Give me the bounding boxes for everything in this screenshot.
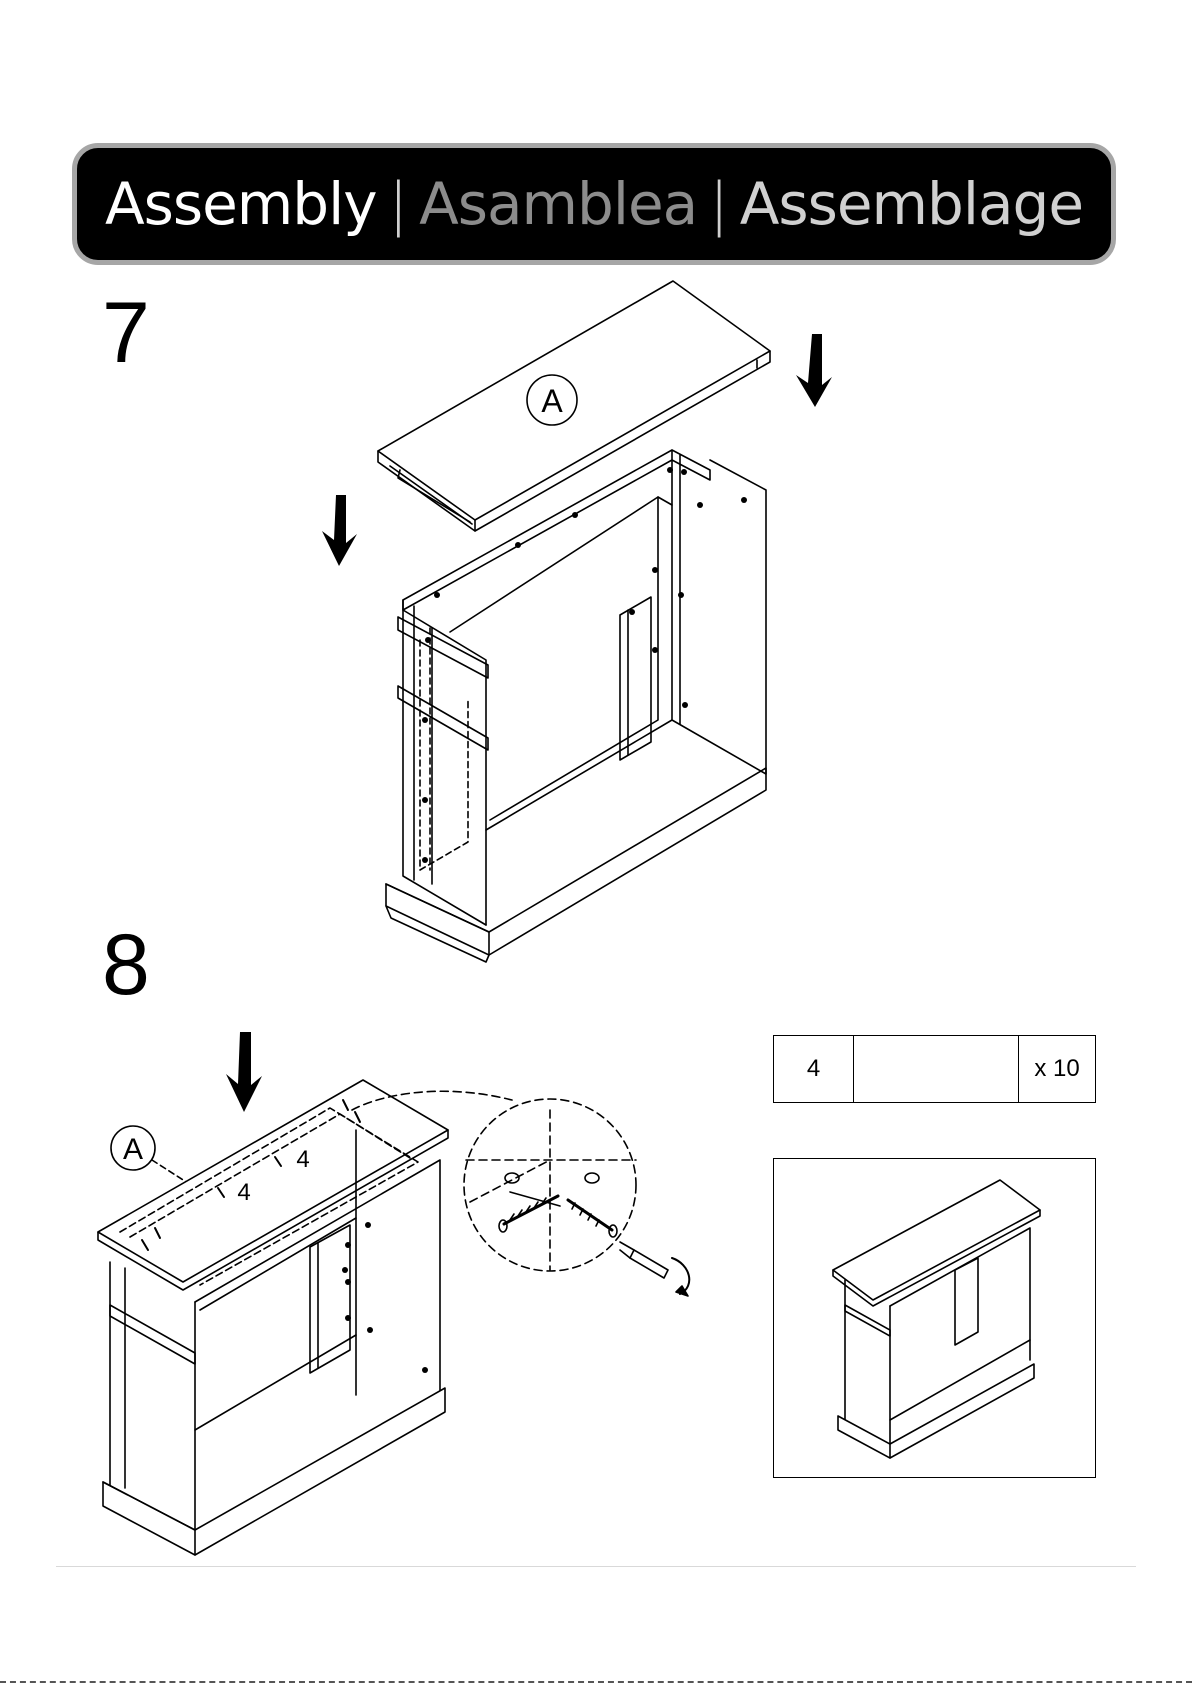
part-a-label: A [527, 375, 577, 425]
screwdriver-icon [620, 1242, 689, 1296]
down-arrow-icon [796, 334, 832, 407]
fireplace-frame-step7 [386, 450, 766, 962]
down-arrow-icon [226, 1032, 262, 1112]
step7-illustration: A [322, 281, 832, 962]
hardware-part-number: 4 [774, 1036, 854, 1102]
screw-icon [499, 1192, 560, 1232]
completed-unit-frame [773, 1158, 1096, 1478]
part-a-letter: A [123, 1133, 143, 1166]
hardware-image-cell [854, 1036, 1019, 1102]
footer-divider [56, 1566, 1136, 1567]
screw-count-label: 4 [237, 1179, 250, 1206]
hardware-table: 4 x 10 [773, 1035, 1096, 1103]
screw-count-label: 4 [296, 1146, 309, 1173]
down-arrow-icon [322, 495, 357, 566]
screw-icon [568, 1200, 617, 1237]
page-bottom-dashed-line [0, 1681, 1192, 1683]
hardware-quantity: x 10 [1019, 1036, 1095, 1102]
part-a-letter: A [541, 383, 563, 419]
